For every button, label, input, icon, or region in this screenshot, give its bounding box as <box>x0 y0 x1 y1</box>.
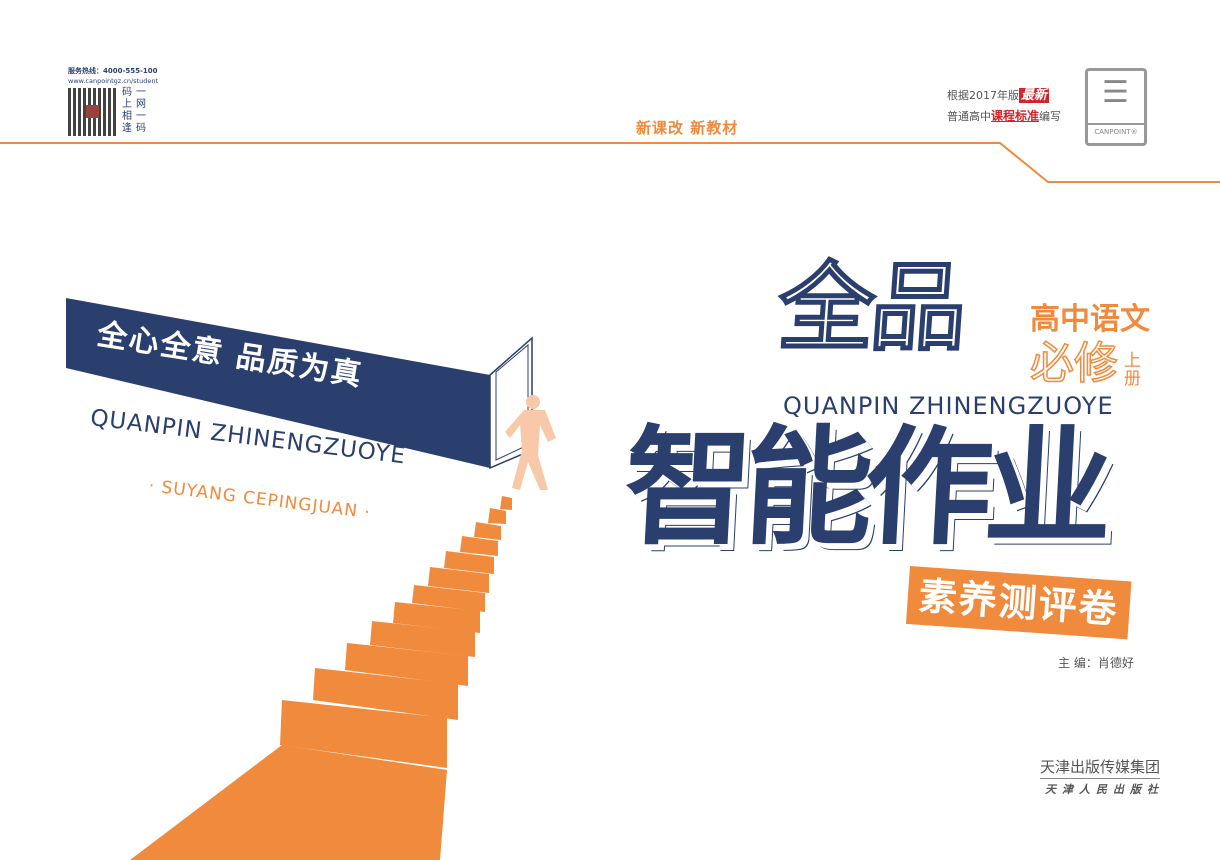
slogan: 新课改 新教材 <box>636 119 739 137</box>
qr-code[interactable] <box>68 88 118 136</box>
navy-banner <box>66 298 490 468</box>
right-english-title: QUANPIN ZHINENGZUOYE <box>783 392 1114 420</box>
publisher-house: 天津人民出版社 <box>1045 783 1164 796</box>
subject-label: 高中语文 <box>1030 302 1150 337</box>
newest-badge: 最新 <box>1019 88 1050 103</box>
brand-title: 全品 <box>774 251 968 365</box>
standard-text: 编写 <box>1039 110 1062 123</box>
staircase <box>130 496 512 860</box>
volume-label: 上册 <box>1124 351 1141 389</box>
runner-figure <box>505 395 556 490</box>
standard-text: 普通高中 <box>947 110 991 123</box>
standard-prefix: 根据2017年版 <box>947 89 1019 102</box>
publisher-group: 天津出版传媒集团 <box>1040 758 1161 779</box>
standard-note: 根据2017年版最新 <box>947 87 1050 104</box>
standard-note: 普通高中课程标准编写 <box>947 108 1061 125</box>
book-icon: ☰ <box>1102 75 1129 110</box>
service-hotline: 服务热线：4000-555-100 <box>68 67 158 75</box>
website-url[interactable]: www.canpointgz.cn/student <box>68 77 159 85</box>
header-rule <box>0 142 1220 183</box>
standard-highlight: 课程标准 <box>991 109 1040 123</box>
main-title: 智能作业 <box>620 414 1109 563</box>
logo-text: CANPOINT® <box>1088 123 1144 137</box>
editor-credit: 主 编：肖德好 <box>1058 656 1134 670</box>
canpoint-logo: ☰ CANPOINT® <box>1085 68 1147 146</box>
qr-caption: 码上相逢 <box>122 87 132 134</box>
qr-caption: 一网一码 <box>136 87 146 134</box>
module-label: 必修 <box>1029 338 1119 389</box>
